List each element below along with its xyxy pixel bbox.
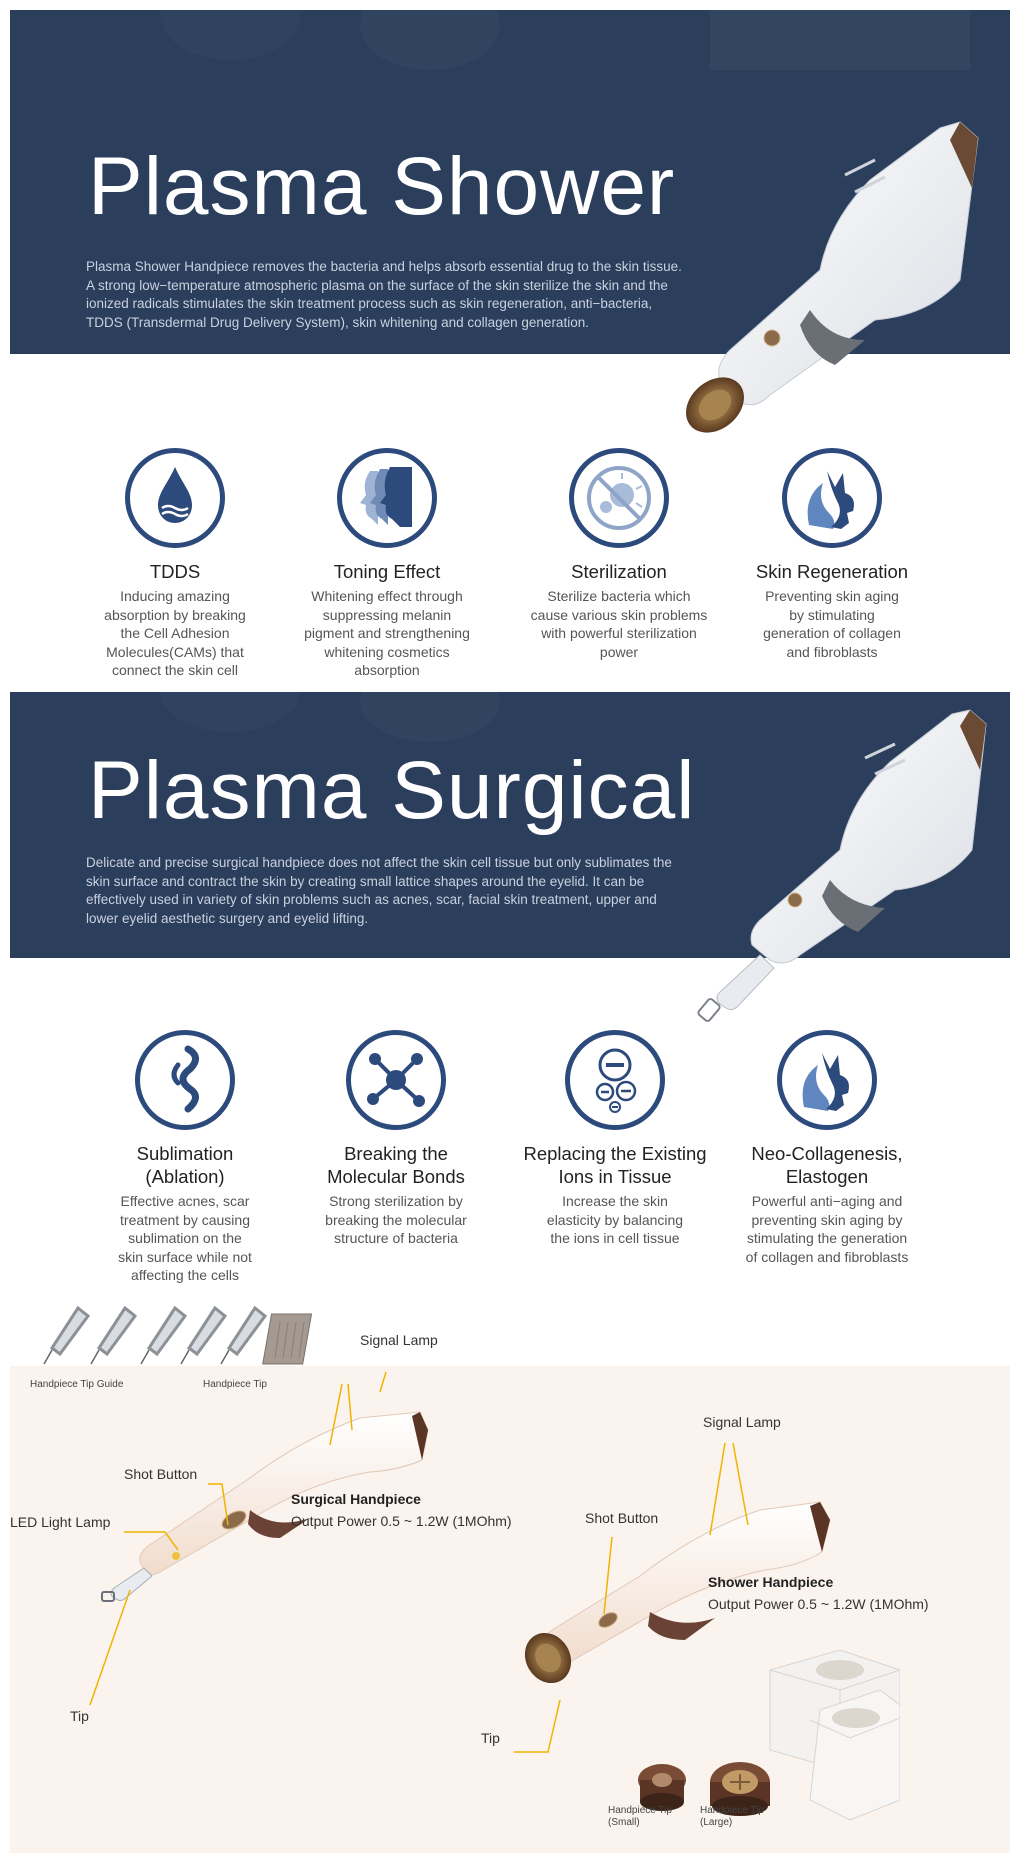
plasma-surgical-description: Delicate and precise surgical handpiece …: [86, 855, 672, 926]
feature-description: Effective acnes, scar treatment by causi…: [118, 1193, 252, 1283]
feature-sublimation: Sublimation(Ablation) Effective acnes, s…: [80, 1030, 290, 1285]
face-profiles-icon: [337, 448, 437, 548]
handpiece-tip-guides-image: [43, 1305, 313, 1365]
feature-description: Preventing skin aging by stimulating gen…: [763, 588, 901, 660]
label-tip-surgical: Tip: [70, 1708, 89, 1724]
feature-tdds: TDDS Inducing amazing absorption by brea…: [70, 448, 280, 680]
label-handpiece-tip-large: Handpiece Tip(Large): [700, 1805, 764, 1828]
face-wave-icon: [782, 448, 882, 548]
surgical-handpiece-image: [697, 709, 987, 1022]
feature-title: Skin Regeneration: [755, 561, 909, 582]
feature-sterilization: Sterilization Sterilize bacteria which c…: [514, 448, 724, 661]
surgical-handpiece-title: Surgical Handpiece: [291, 1491, 421, 1507]
feature-skin-regeneration: Skin Regeneration Preventing skin aging …: [727, 448, 937, 661]
label-signal-lamp-surgical: Signal Lamp: [360, 1332, 438, 1348]
water-drop-icon: [125, 448, 225, 548]
page-title-plasma-shower: Plasma Shower: [88, 141, 676, 232]
feature-description: Strong sterilization by breaking the mol…: [325, 1193, 467, 1246]
shower-handpiece-output: Output Power 0.5 ~ 1.2W (1MOhm): [708, 1596, 929, 1612]
label-handpiece-tip-small: Handpiece Tip(Small): [608, 1805, 672, 1828]
molecule-icon: [346, 1030, 446, 1130]
feature-description: Increase the skin elasticity by balancin…: [546, 1193, 684, 1246]
ions-icon: [565, 1030, 665, 1130]
shower-handpiece-diagram: [524, 1501, 831, 1684]
shower-handpiece-image: [686, 121, 979, 433]
label-shot-button-shower: Shot Button: [585, 1510, 659, 1526]
vapor-swirl-icon: [135, 1030, 235, 1130]
accessory-boxes-image: [638, 1650, 900, 1821]
label-led-light-lamp: LED Light Lamp: [10, 1514, 111, 1530]
surgical-handpiece-output: Output Power 0.5 ~ 1.2W (1MOhm): [291, 1513, 512, 1529]
feature-title: Sterilization: [571, 561, 667, 582]
face-wave-icon: [777, 1030, 877, 1130]
label-tip-shower: Tip: [481, 1730, 500, 1746]
plasma-shower-banner: Plasma Shower Plasma Shower Handpiece re…: [10, 10, 1010, 354]
feature-description: Powerful anti−aging and preventing skin …: [745, 1193, 909, 1265]
label-signal-lamp-shower: Signal Lamp: [703, 1414, 781, 1430]
feature-description: Sterilize bacteria which cause various s…: [530, 588, 708, 660]
label-handpiece-tip-top: Handpiece Tip: [203, 1379, 267, 1390]
page-title-plasma-surgical: Plasma Surgical: [88, 745, 696, 836]
no-bacteria-icon: [569, 448, 669, 548]
feature-toning-effect: Toning Effect Whitening effect through s…: [282, 448, 492, 680]
shower-handpiece-title: Shower Handpiece: [708, 1574, 834, 1590]
plasma-shower-description: Plasma Shower Handpiece removes the bact…: [86, 259, 682, 330]
feature-title: TDDS: [149, 561, 201, 582]
feature-title: Toning Effect: [333, 561, 441, 582]
feature-title: Neo-Collagenesis,Elastogen: [751, 1143, 903, 1187]
plasma-surgical-banner: Plasma Surgical Delicate and precise sur…: [10, 692, 1010, 958]
label-shot-button-surgical: Shot Button: [124, 1466, 198, 1482]
feature-title: Sublimation(Ablation): [136, 1143, 234, 1187]
surgical-handpiece-diagram: [101, 1411, 429, 1602]
feature-description: Inducing amazing absorption by breaking …: [104, 588, 246, 678]
feature-neo-collagenesis: Neo-Collagenesis,Elastogen Powerful anti…: [722, 1030, 932, 1266]
feature-description: Whitening effect through suppressing mel…: [304, 588, 470, 678]
label-handpiece-tip-guide: Handpiece Tip Guide: [30, 1379, 124, 1390]
